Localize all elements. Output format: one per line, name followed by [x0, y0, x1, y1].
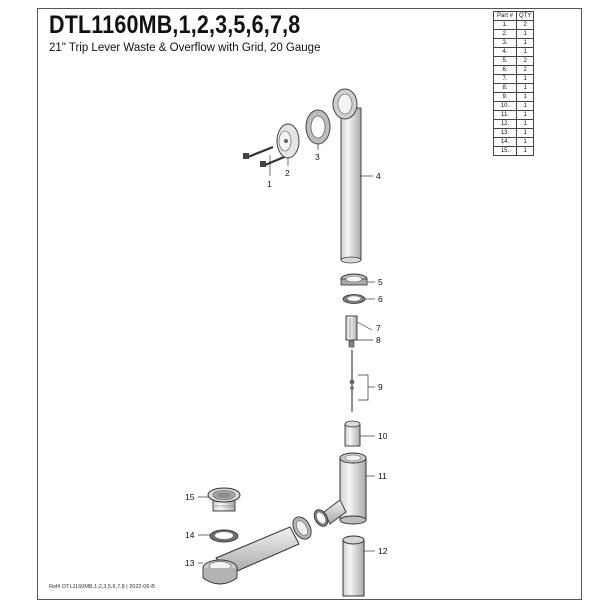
part-12-tail-pipe	[342, 535, 365, 597]
part-9-rod-assembly	[349, 350, 355, 412]
part-2-face-plate	[276, 123, 300, 159]
part-14-drain-washer	[209, 529, 239, 543]
callout-2: 2	[285, 168, 290, 178]
part-13-drain-shoe	[202, 526, 300, 585]
callout-14: 14	[185, 530, 195, 540]
callout-11: 11	[378, 471, 387, 481]
callout-13: 13	[185, 558, 195, 568]
part-10-plunger	[344, 420, 361, 447]
part-15-strainer-grid	[207, 487, 241, 512]
drawing-sheet-border	[37, 8, 582, 600]
callout-5: 5	[378, 277, 383, 287]
callout-9: 9	[378, 382, 383, 392]
drain-arm-nut-and-washer	[292, 509, 329, 540]
part-11-tee	[323, 452, 367, 525]
diagram-title: DTL1160MB,1,2,3,5,6,7,8	[49, 11, 301, 39]
callout-15: 15	[185, 492, 195, 502]
callout-4: 4	[376, 171, 381, 181]
reference-footer: Ref# DTL1160MB,1,2,3,5,6,7,8 | 2022-06-B	[49, 584, 155, 590]
parts-table-row: 15.1	[493, 146, 535, 156]
part-3-gasket	[305, 109, 331, 145]
part-4-overflow-tube	[332, 88, 362, 264]
callout-7: 7	[376, 323, 381, 333]
diagram-subtitle: 21" Trip Lever Waste & Overflow with Gri…	[49, 42, 321, 54]
callout-1: 1	[267, 179, 272, 189]
callout-12: 12	[378, 546, 388, 556]
part-7-8-linkage	[345, 315, 358, 348]
callout-numbers: 1 2 3 4 5 6 7 8 9 10 11 12 13 14 15	[185, 152, 388, 568]
part-6-washer	[342, 294, 366, 304]
callout-8: 8	[376, 335, 381, 345]
qty-cell: 1	[515, 146, 535, 156]
leader-lines	[198, 144, 375, 564]
callout-3: 3	[315, 152, 320, 162]
callout-10: 10	[378, 431, 388, 441]
callout-6: 6	[378, 294, 383, 304]
part-5-nut	[340, 273, 368, 286]
